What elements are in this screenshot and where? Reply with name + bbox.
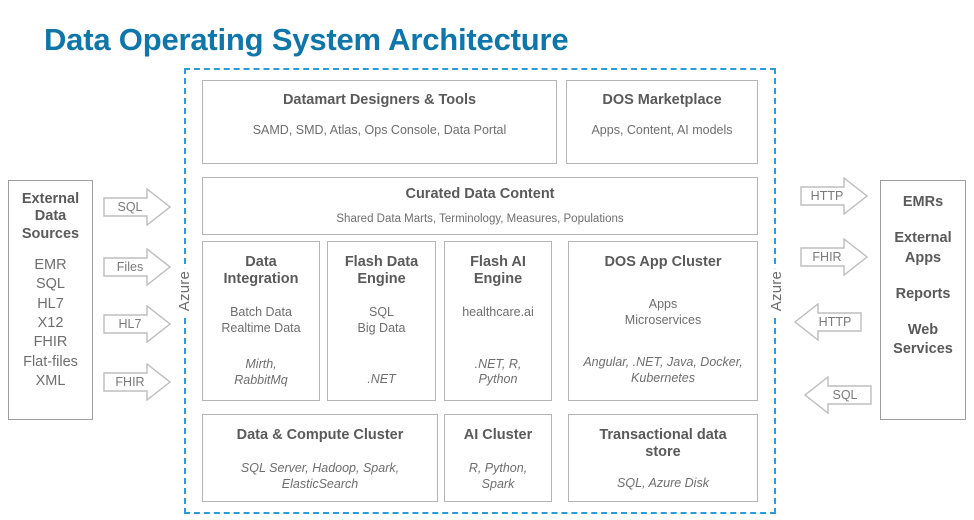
ai-cluster-box: AI Cluster R, Python, Spark xyxy=(444,414,552,502)
flash-data-engine-sub-line2: Big Data xyxy=(357,320,406,335)
inbound-arrow-files: Files xyxy=(103,248,171,286)
inbound-arrow-hl7: HL7 xyxy=(103,305,171,343)
arrow-right-icon xyxy=(103,305,171,343)
external-source-item-hl7: HL7 xyxy=(37,295,64,312)
consumer-item-emrs: EMRs xyxy=(902,194,944,210)
dos-app-cluster-tech-line2: Kubernetes xyxy=(631,370,695,385)
flash-data-engine-header-line1: Flash Data xyxy=(344,254,419,270)
arrow-right-icon xyxy=(800,238,868,276)
azure-label-right: Azure xyxy=(768,268,785,315)
transactional-store-tech-line1: SQL, Azure Disk xyxy=(617,476,709,491)
data-integration-box: Data Integration Batch Data Realtime Dat… xyxy=(202,241,320,401)
transactional-data-store-box: Transactional data store SQL, Azure Disk xyxy=(568,414,758,502)
consumer-item-external-apps: External Apps xyxy=(894,230,952,266)
flash-data-engine-sub-line1: SQL xyxy=(368,305,394,320)
ai-cluster-tech-line1: R, Python, xyxy=(468,461,528,476)
datamart-sub: SAMD, SMD, Atlas, Ops Console, Data Port… xyxy=(252,123,507,138)
arrow-right-icon xyxy=(103,363,171,401)
outbound-arrow-fhir-label: FHIR xyxy=(812,249,842,264)
external-sources-title-line2: Data xyxy=(34,208,67,225)
inbound-arrow-hl7-label: HL7 xyxy=(118,316,142,331)
data-integration-header-line2: Integration xyxy=(223,271,299,288)
marketplace-sub: Apps, Content, AI models xyxy=(591,123,733,138)
flash-ai-engine-sub-line1: healthcare.ai xyxy=(462,305,534,320)
external-source-item-x12: X12 xyxy=(37,315,64,332)
dos-app-cluster-tech-line1: Angular, .NET, Java, Docker, xyxy=(583,355,743,370)
flash-data-engine-header-line2: Engine xyxy=(357,271,406,288)
external-sources-title-line3: Sources xyxy=(21,225,80,242)
arrow-right-icon xyxy=(103,188,171,226)
marketplace-header: DOS Marketplace xyxy=(602,92,722,108)
outbound-arrow-sql: SQL xyxy=(804,376,872,414)
inbound-arrow-sql: SQL xyxy=(103,188,171,226)
external-source-item-sql: SQL xyxy=(35,276,65,293)
outbound-arrow-http-top: HTTP xyxy=(800,177,868,215)
inbound-arrow-files-label: Files xyxy=(116,259,144,274)
data-integration-tech-line1: Mirth, xyxy=(245,357,277,372)
flash-ai-engine-tech-line1: .NET, R, xyxy=(474,356,522,371)
curated-sub: Shared Data Marts, Terminology, Measures… xyxy=(336,213,624,226)
dos-marketplace-box: DOS Marketplace Apps, Content, AI models xyxy=(566,80,758,164)
outbound-arrow-http-bottom-label: HTTP xyxy=(818,314,852,329)
flash-ai-engine-header-line2: Engine xyxy=(473,271,523,288)
page-title: Data Operating System Architecture xyxy=(44,22,569,57)
consumers-panel: EMRs External Apps Reports Web Services xyxy=(880,180,966,420)
datamart-designers-tools-box: Datamart Designers & Tools SAMD, SMD, At… xyxy=(202,80,557,164)
inbound-arrow-fhir: FHIR xyxy=(103,363,171,401)
consumer-item-reports: Reports xyxy=(895,285,951,302)
flash-data-engine-tech-line1: .NET xyxy=(367,372,396,387)
transactional-store-header-line2: store xyxy=(645,444,681,461)
curated-header: Curated Data Content xyxy=(405,186,555,202)
dos-app-cluster-header: DOS App Cluster xyxy=(604,254,722,270)
dos-app-cluster-sub-line2: Microservices xyxy=(624,312,702,327)
outbound-arrow-http-bottom: HTTP xyxy=(794,303,862,341)
flash-ai-engine-box: Flash AI Engine healthcare.ai .NET, R, P… xyxy=(444,241,552,401)
external-source-item-flat-files: Flat-files xyxy=(23,353,78,370)
arrow-right-icon xyxy=(800,177,868,215)
flash-ai-engine-header-line1: Flash AI xyxy=(470,254,526,270)
outbound-arrow-http-top-label: HTTP xyxy=(810,188,844,203)
arrow-left-icon xyxy=(804,376,872,414)
external-source-item-emr: EMR xyxy=(34,257,67,274)
data-integration-sub-line1: Batch Data xyxy=(230,305,292,320)
azure-label-left: Azure xyxy=(176,268,193,315)
inbound-arrow-sql-label: SQL xyxy=(117,199,143,214)
outbound-arrow-fhir: FHIR xyxy=(800,238,868,276)
external-source-item-xml: XML xyxy=(35,372,66,389)
data-compute-cluster-header: Data & Compute Cluster xyxy=(236,427,404,443)
external-sources-title-line1: External xyxy=(21,191,80,207)
ai-cluster-tech-line2: Spark xyxy=(481,476,515,491)
flash-data-engine-box: Flash Data Engine SQL Big Data .NET xyxy=(327,241,436,401)
arrow-right-icon xyxy=(103,248,171,286)
flash-ai-engine-tech-line2: Python xyxy=(478,372,518,387)
external-data-sources-panel: External Data Sources EMR SQL HL7 X12 FH… xyxy=(8,180,93,420)
datamart-header: Datamart Designers & Tools xyxy=(282,92,477,108)
ai-cluster-header: AI Cluster xyxy=(463,427,533,443)
data-integration-tech-line2: RabbitMq xyxy=(234,373,288,388)
consumer-item-web-services: Web Services xyxy=(893,322,953,358)
curated-data-content-box: Curated Data Content Shared Data Marts, … xyxy=(202,177,758,235)
data-compute-cluster-box: Data & Compute Cluster SQL Server, Hadoo… xyxy=(202,414,438,502)
data-compute-cluster-tech-line1: SQL Server, Hadoop, Spark, xyxy=(240,461,400,476)
inbound-arrow-fhir-label: FHIR xyxy=(115,374,145,389)
arrow-left-icon xyxy=(794,303,862,341)
data-compute-cluster-tech-line2: ElasticSearch xyxy=(281,476,359,491)
dos-app-cluster-box: DOS App Cluster Apps Microservices Angul… xyxy=(568,241,758,401)
external-source-item-fhir: FHIR xyxy=(33,334,68,351)
data-integration-header-line1: Data xyxy=(245,254,277,270)
outbound-arrow-sql-label: SQL xyxy=(832,387,858,402)
transactional-store-header-line1: Transactional data xyxy=(599,427,727,443)
dos-app-cluster-sub-line1: Apps xyxy=(648,297,678,312)
data-integration-sub-line2: Realtime Data xyxy=(221,320,301,335)
